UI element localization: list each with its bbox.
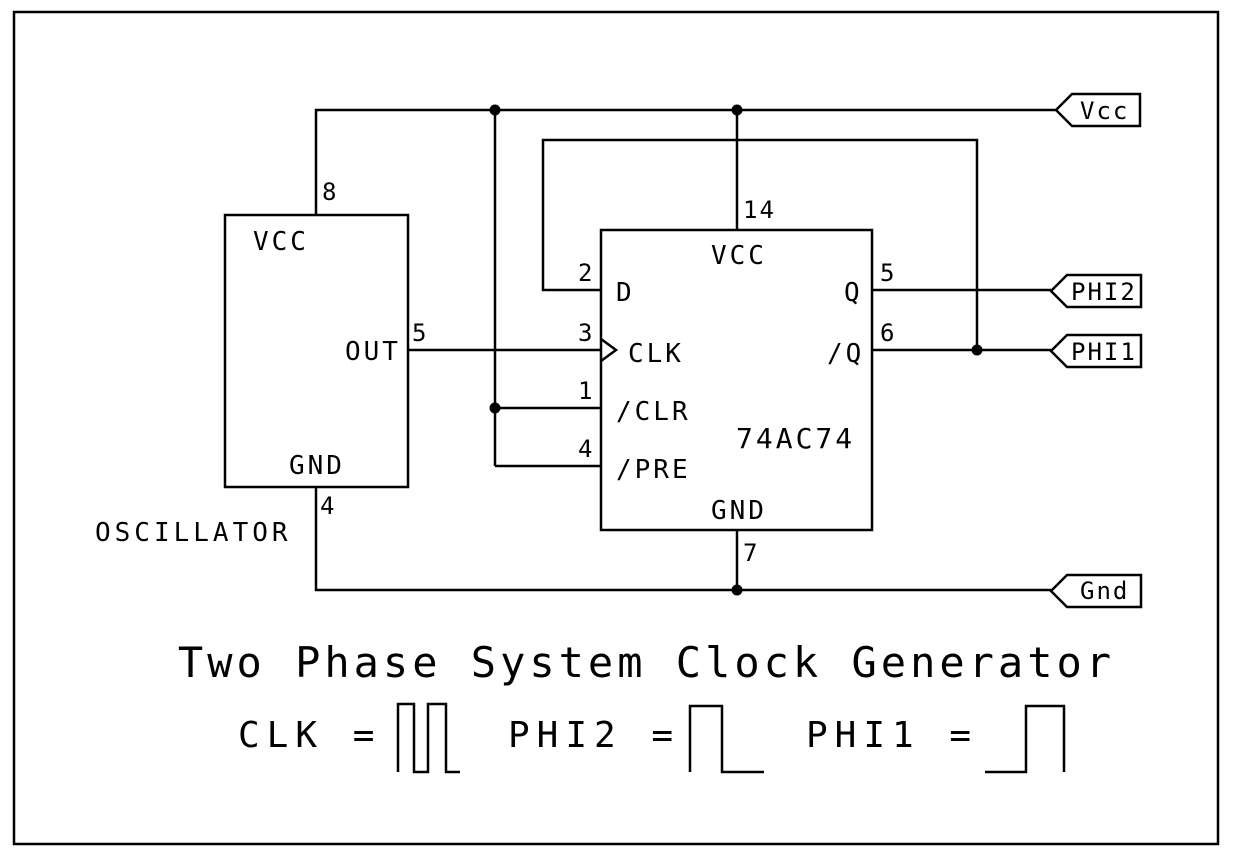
- ff-pin-q-label: Q: [844, 278, 863, 308]
- net-flag-vcc: [1054, 92, 1142, 128]
- junction-dot: [731, 104, 743, 116]
- ff-pin-qbar-label: /Q: [827, 339, 865, 369]
- junction-dot: [971, 344, 983, 356]
- net-flag-phi2-label: PHI2: [1071, 278, 1137, 306]
- ff-pin-vcc-label: VCC: [711, 241, 767, 271]
- ff-pin-d-number: 2: [578, 259, 595, 287]
- ff-pin-qbar-number: 6: [880, 319, 897, 347]
- oscillator-box: [223, 213, 410, 489]
- osc-pin-out-label: OUT: [345, 337, 401, 367]
- flipflop-box: [599, 228, 874, 532]
- junction-dot: [489, 104, 501, 116]
- legend-phi1-label: PHI1 =: [806, 715, 979, 756]
- wires: [314, 108, 1056, 592]
- osc-pin-gnd-label: GND: [289, 451, 345, 481]
- osc-pin-vcc-label: VCC: [253, 227, 309, 257]
- ff-part-label: 74AC74: [736, 422, 856, 455]
- clk-waveform: [396, 702, 460, 774]
- ff-pin-clk-number: 3: [578, 319, 595, 347]
- ff-pin-pre-label: /PRE: [616, 455, 691, 485]
- diagram-title: Two Phase System Clock Generator: [177, 638, 1116, 687]
- clock-input-triangle: [600, 337, 619, 363]
- ff-pin-gnd-number: 7: [743, 539, 760, 567]
- phi1-waveform: [985, 704, 1066, 774]
- ff-pin-clk-label: CLK: [628, 339, 684, 369]
- phi2-waveform: [688, 704, 764, 774]
- wire-feedback-qbar-to-d: [541, 138, 979, 350]
- osc-pin-out-number: 5: [412, 319, 429, 347]
- net-flag-phi2: [1049, 273, 1143, 309]
- ff-pin-clr-number: 1: [578, 377, 595, 405]
- drawing-border: [12, 10, 1220, 846]
- ff-pin-gnd-label: GND: [711, 496, 767, 526]
- ff-pin-d-label: D: [616, 278, 635, 308]
- junction-dot: [489, 402, 501, 414]
- net-flag-vcc-label: Vcc: [1080, 97, 1130, 125]
- net-flag-gnd-label: Gnd: [1080, 577, 1130, 605]
- ff-pin-vcc-number: 14: [743, 196, 776, 224]
- net-flag-phi1-label: PHI1: [1071, 338, 1137, 366]
- ff-pin-clr-label: /CLR: [616, 397, 691, 427]
- legend-phi2-label: PHI2 =: [508, 715, 681, 756]
- legend-clk-label: CLK =: [238, 715, 382, 756]
- net-flag-gnd: [1049, 573, 1143, 609]
- ff-pin-pre-number: 4: [578, 435, 595, 463]
- net-flags: [1049, 92, 1143, 609]
- osc-pin-gnd-number: 4: [320, 492, 337, 520]
- net-flag-phi1: [1049, 333, 1143, 369]
- ff-pin-q-number: 5: [880, 259, 897, 287]
- junction-dots: [489, 104, 983, 596]
- osc-pin-vcc-number: 8: [322, 178, 339, 206]
- wire-gnd-rail: [314, 487, 1051, 592]
- wire-vcc-rail: [314, 108, 1056, 215]
- junction-dot: [731, 584, 743, 596]
- oscillator-label: OSCILLATOR: [95, 518, 292, 548]
- waveform-glyphs: [396, 702, 1066, 774]
